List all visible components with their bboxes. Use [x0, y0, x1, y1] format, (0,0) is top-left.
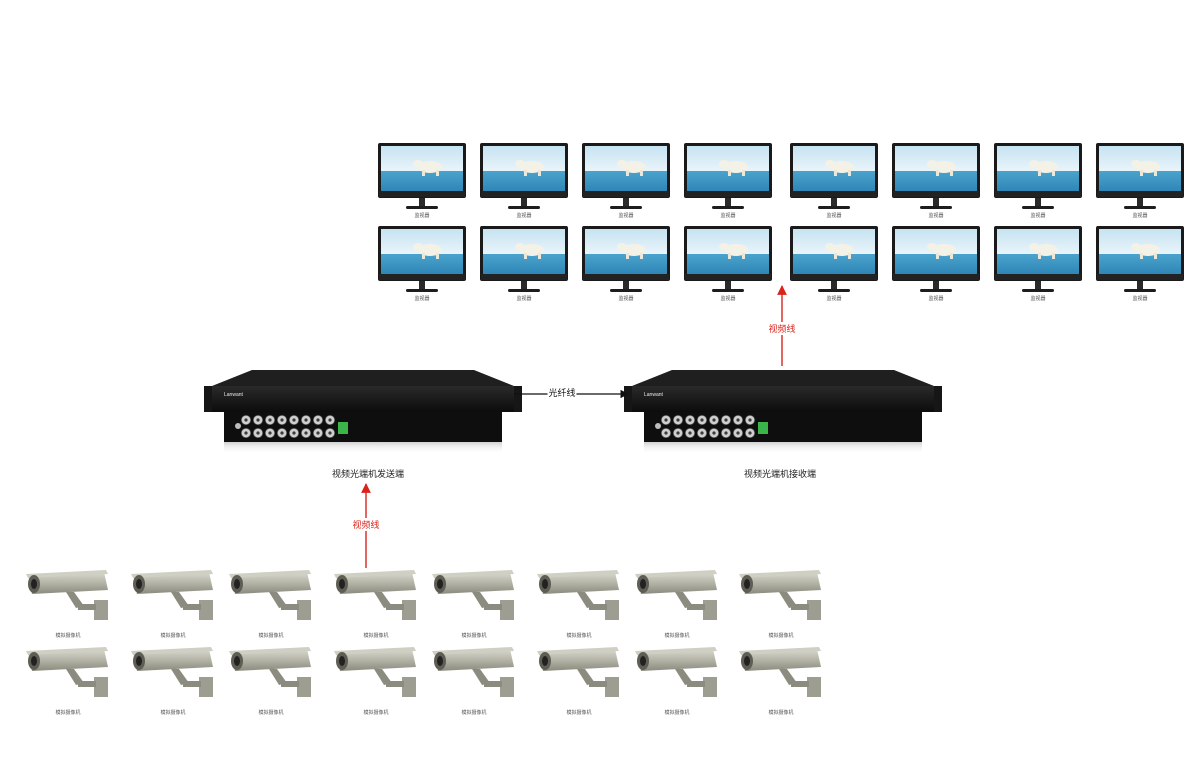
monitor [684, 143, 772, 209]
receiver-label: 视频光端机接收端 [743, 470, 817, 480]
video-out-label: 视频线 [767, 322, 797, 335]
camera-label: 模拟摄像机 [258, 633, 284, 639]
camera-label: 模拟摄像机 [160, 710, 186, 716]
camera-label: 模拟摄像机 [664, 633, 690, 639]
camera-label: 模拟摄像机 [363, 633, 389, 639]
monitor [994, 143, 1082, 209]
camera-label: 模拟摄像机 [768, 633, 794, 639]
svg-text:Lanwant: Lanwant [644, 392, 664, 398]
camera [739, 647, 821, 697]
monitor-label: 监视器 [720, 296, 736, 302]
camera-array [26, 570, 821, 697]
camera-label: 模拟摄像机 [461, 710, 487, 716]
monitor-label: 监视器 [516, 296, 532, 302]
monitor [790, 143, 878, 209]
fiber-label: 光纤线 [547, 386, 577, 399]
transmitter-label: 视频光端机发送端 [331, 470, 405, 480]
monitor [1096, 143, 1184, 209]
camera [131, 570, 213, 620]
camera-label: 模拟摄像机 [461, 633, 487, 639]
camera [131, 647, 213, 697]
monitor [1096, 226, 1184, 292]
monitor-label: 监视器 [414, 213, 430, 219]
camera [229, 647, 311, 697]
transmitter-device: Lanwant [204, 370, 522, 454]
camera-label: 模拟摄像机 [664, 710, 690, 716]
camera [537, 647, 619, 697]
monitor [994, 226, 1082, 292]
camera-label: 模拟摄像机 [566, 633, 592, 639]
camera [739, 570, 821, 620]
camera-label: 模拟摄像机 [55, 710, 81, 716]
monitor-label: 监视器 [414, 296, 430, 302]
monitor [582, 143, 670, 209]
camera [334, 647, 416, 697]
receiver-device: Lanwant [624, 370, 942, 454]
monitor [582, 226, 670, 292]
monitor-label: 监视器 [618, 213, 634, 219]
video-in-label: 视频线 [351, 518, 381, 531]
camera [26, 570, 108, 620]
camera [229, 570, 311, 620]
monitor [790, 226, 878, 292]
camera-label: 模拟摄像机 [160, 633, 186, 639]
camera [432, 647, 514, 697]
monitor [684, 226, 772, 292]
camera [537, 570, 619, 620]
transceivers: Lanwant Lanwant [204, 370, 942, 454]
monitor-wall [378, 143, 1184, 292]
monitor-label: 监视器 [618, 296, 634, 302]
camera-label: 模拟摄像机 [258, 710, 284, 716]
monitor [480, 143, 568, 209]
monitor [378, 143, 466, 209]
camera [26, 647, 108, 697]
camera-label: 模拟摄像机 [768, 710, 794, 716]
camera [432, 570, 514, 620]
camera-label: 模拟摄像机 [363, 710, 389, 716]
monitor-label: 监视器 [1030, 296, 1046, 302]
camera [635, 570, 717, 620]
camera-label: 模拟摄像机 [566, 710, 592, 716]
monitor-label: 监视器 [720, 213, 736, 219]
monitor [892, 226, 980, 292]
camera [334, 570, 416, 620]
monitor-label: 监视器 [516, 213, 532, 219]
monitor-label: 监视器 [826, 296, 842, 302]
camera-label: 模拟摄像机 [55, 633, 81, 639]
monitor [892, 143, 980, 209]
monitor-label: 监视器 [1132, 213, 1148, 219]
svg-text:Lanwant: Lanwant [224, 392, 244, 398]
monitor-label: 监视器 [826, 213, 842, 219]
monitor [378, 226, 466, 292]
camera [635, 647, 717, 697]
monitor [480, 226, 568, 292]
monitor-label: 监视器 [1030, 213, 1046, 219]
monitor-label: 监视器 [928, 213, 944, 219]
monitor-label: 监视器 [928, 296, 944, 302]
monitor-label: 监视器 [1132, 296, 1148, 302]
